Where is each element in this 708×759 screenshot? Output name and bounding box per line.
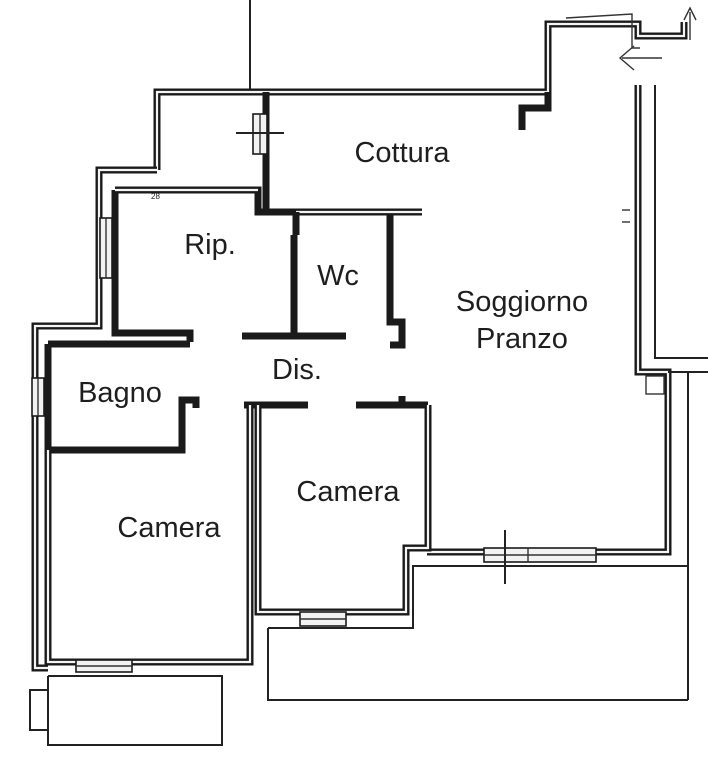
details: 28	[151, 192, 665, 395]
bagno-walls	[44, 340, 200, 454]
room-label-ripostiglio: Rip.	[184, 229, 236, 261]
windows	[31, 113, 597, 673]
wc-walls	[242, 212, 406, 349]
room-label-wc: Wc	[317, 260, 359, 292]
small-tag: 28	[151, 192, 160, 201]
camera-left-walls	[44, 405, 254, 666]
room-label-camera-left: Camera	[117, 512, 221, 544]
ripostiglio-walls	[111, 186, 266, 342]
terraces	[29, 565, 688, 746]
room-label-bagno: Bagno	[78, 377, 162, 409]
outer-walls	[31, 20, 708, 700]
room-label-camera-center: Camera	[296, 476, 400, 508]
kitchen-partition	[296, 92, 552, 216]
room-label-pranzo: Pranzo	[476, 323, 568, 355]
room-label-soggiorno: Soggiorno	[455, 286, 589, 318]
entry-door	[565, 6, 697, 71]
room-label-disimpegno: Dis.	[272, 354, 322, 386]
camera-center-walls	[244, 396, 432, 616]
room-label-cottura: Cottura	[354, 137, 450, 169]
